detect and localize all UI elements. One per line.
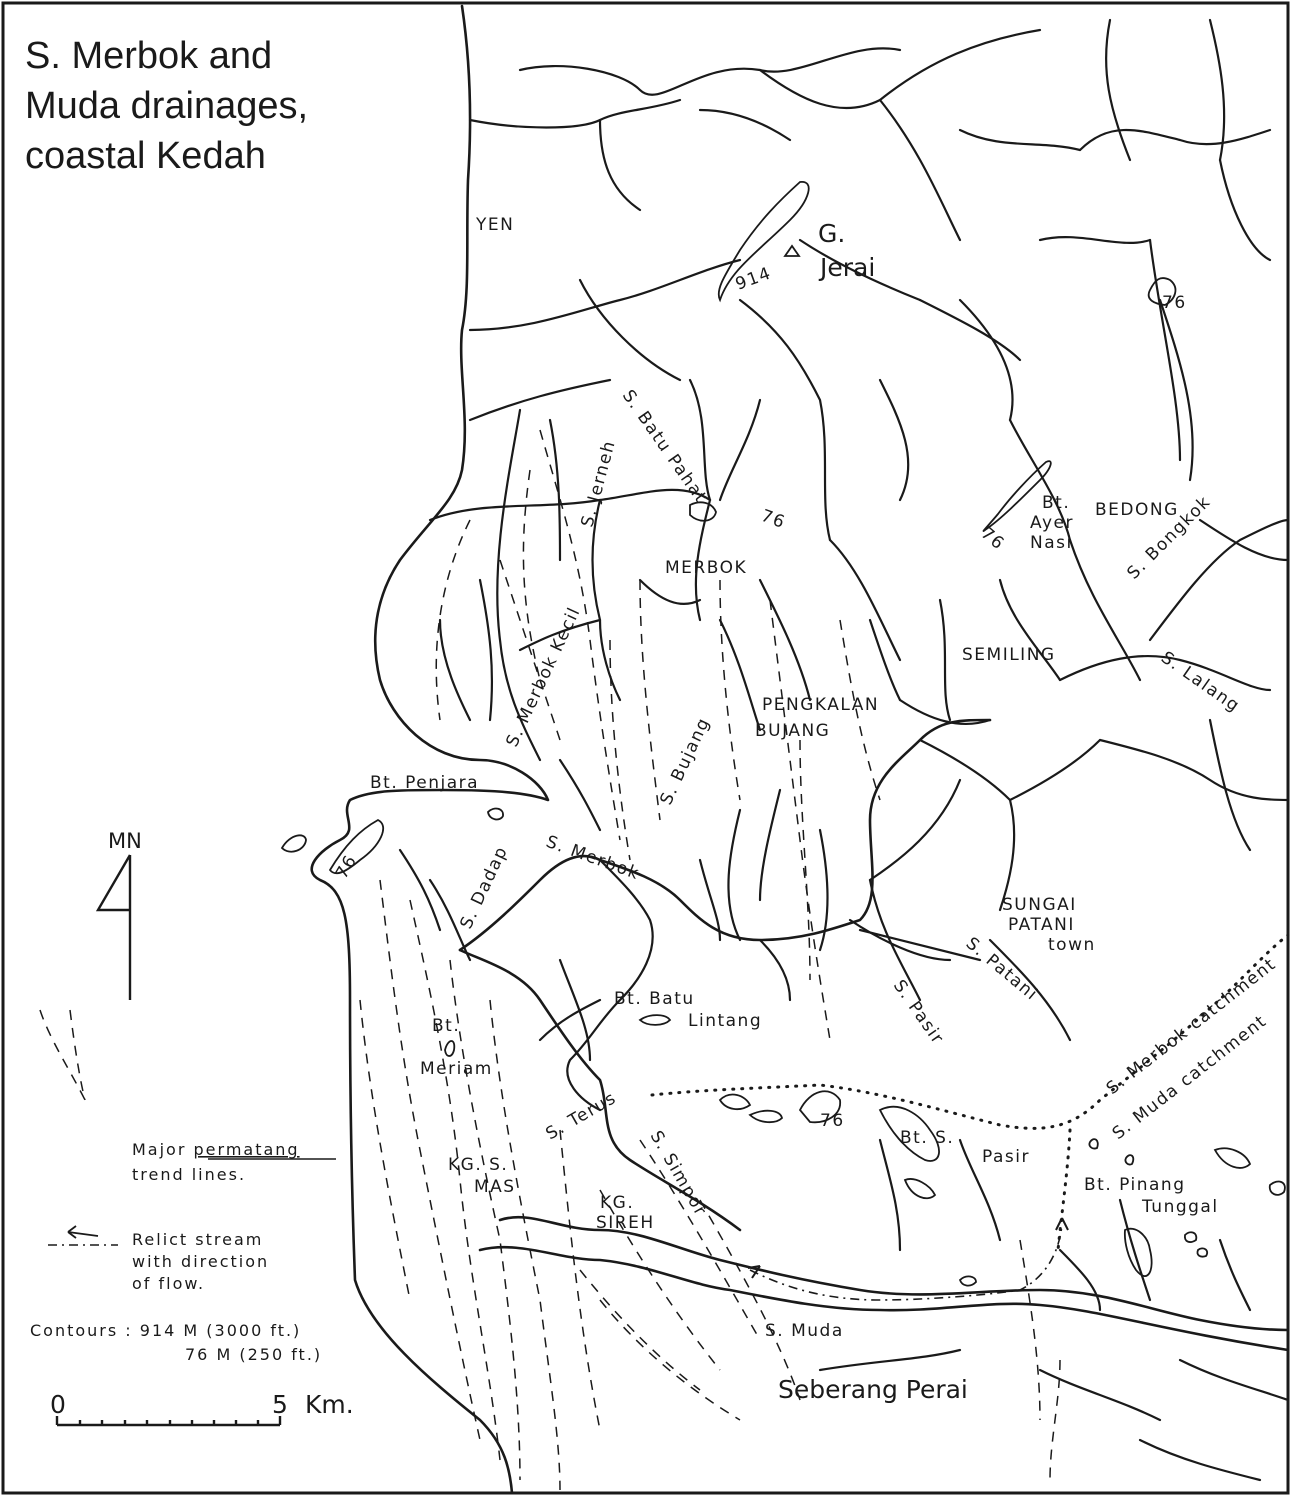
label-contour-76-south: 76 <box>820 1111 845 1131</box>
map-title-line2: Muda drainages, <box>25 85 308 127</box>
label-s-muda: S. Muda <box>765 1321 844 1341</box>
legend-relict-line1: Relict stream <box>132 1230 263 1249</box>
legend-permatang-line1: Major permatang <box>132 1140 300 1159</box>
label-lintang: Lintang <box>688 1011 762 1031</box>
legend-contours-line1: Contours : 914 M (3000 ft.) <box>30 1321 301 1340</box>
label-s-bujang: S. Bujang <box>656 714 714 808</box>
north-arrow-icon <box>95 854 132 1000</box>
label-bt-s: Bt. S. <box>900 1128 954 1148</box>
label-s-jerneh: S. Jerneh <box>578 438 620 529</box>
river-network <box>398 18 1290 1482</box>
label-s-merbok: S. Merbok <box>543 832 642 884</box>
label-contour-76-ne: 76 <box>1162 293 1187 313</box>
label-s-merbok-kecil: S. Merbok Kecil <box>502 604 584 750</box>
river-muda-bank <box>478 1245 1290 1352</box>
label-g: G. <box>818 219 845 248</box>
label-kg: KG. <box>600 1193 634 1213</box>
jerai-peak-triangle <box>783 244 801 257</box>
label-town: town <box>1048 935 1096 955</box>
legend-permatang-line2: trend lines. <box>132 1165 246 1184</box>
river-s-merbok <box>458 718 992 952</box>
river-channel <box>566 858 654 1112</box>
label-s-dadap: S. Dadap <box>456 843 512 932</box>
island-penjara <box>487 807 504 821</box>
label-bt-penjara: Bt. Penjara <box>370 773 479 793</box>
legend: Major permatang trend lines. Relict stre… <box>30 1009 336 1364</box>
label-bujang: BUJANG <box>755 721 830 741</box>
label-s-simpor: S. Simpor <box>646 1128 711 1221</box>
label-meriam: Meriam <box>420 1059 493 1079</box>
label-yen: YEN <box>475 215 514 235</box>
catchment-boundary <box>650 933 1290 1130</box>
scale-line <box>55 1416 282 1427</box>
label-jerai: Jerai <box>818 253 875 282</box>
label-mas: MAS <box>474 1177 516 1197</box>
label-sireh: SIREH <box>596 1213 655 1233</box>
catchment-boundary-2 <box>1056 1128 1072 1252</box>
label-s-pasir: S. Pasir <box>889 976 948 1048</box>
label-bedong: BEDONG <box>1095 500 1179 520</box>
relict-arrow-up <box>1055 1217 1069 1231</box>
north-arrow-label: MN <box>108 829 142 853</box>
map-title-line1: S. Merbok and <box>25 35 272 77</box>
label-semiling: SEMILING <box>962 645 1056 665</box>
river-s-dadap <box>458 948 742 1232</box>
label-nasi: Nasi <box>1030 533 1073 553</box>
label-s-patani: S. Patani <box>962 934 1042 1006</box>
coastline <box>310 4 550 1495</box>
label-kg-s: KG. S. <box>448 1155 508 1175</box>
label-seberang-perai: Seberang Perai <box>778 1375 968 1404</box>
label-bt-batu: Bt. Batu <box>614 989 695 1009</box>
label-bt-pinang: Bt. Pinang <box>1084 1175 1186 1195</box>
scale-start: 0 <box>50 1390 66 1419</box>
label-pasir: Pasir <box>982 1147 1030 1167</box>
legend-permatang-symbol <box>39 1009 86 1101</box>
label-merbok: MERBOK <box>665 558 747 578</box>
label-pengkalan: PENGKALAN <box>762 695 879 715</box>
legend-relict-arrow <box>67 1225 99 1239</box>
scale-unit: Km. <box>305 1390 354 1419</box>
map-title-line3: coastal Kedah <box>25 135 266 177</box>
legend-relict-line2: with direction <box>132 1252 269 1271</box>
relict-stream <box>749 1224 1063 1301</box>
scale-end: 5 <box>272 1390 288 1419</box>
place-labels: YEN G. Jerai 914 76 S. Batu Pahat S. Jer… <box>332 215 1280 1404</box>
label-s-lalang: S. Lalang <box>1157 648 1244 717</box>
scale-bar: 0 5 Km. <box>50 1390 354 1427</box>
relict-arrow-left <box>747 1265 761 1279</box>
label-contour-76-mid: 76 <box>758 506 788 533</box>
label-contour-76-west: 76 <box>332 851 362 882</box>
island-west <box>280 834 307 853</box>
label-sungai: SUNGAI <box>1002 895 1077 915</box>
label-bt-ayer-bt: Bt. <box>1042 493 1070 513</box>
label-patani: PATANI <box>1008 915 1075 935</box>
label-ayer: Ayer <box>1030 513 1074 533</box>
river-s-muda <box>498 1215 1290 1332</box>
label-tunggal: Tunggal <box>1141 1197 1219 1217</box>
legend-relict-line3: of flow. <box>132 1274 205 1293</box>
legend-contours-line2: 76 M (250 ft.) <box>185 1345 322 1364</box>
contours <box>328 181 1286 1287</box>
label-bt-meriam-bt: Bt. <box>432 1016 460 1036</box>
label-contour-76-ayer: 76 <box>977 524 1009 555</box>
permatang-trend-lines <box>359 429 1061 1491</box>
